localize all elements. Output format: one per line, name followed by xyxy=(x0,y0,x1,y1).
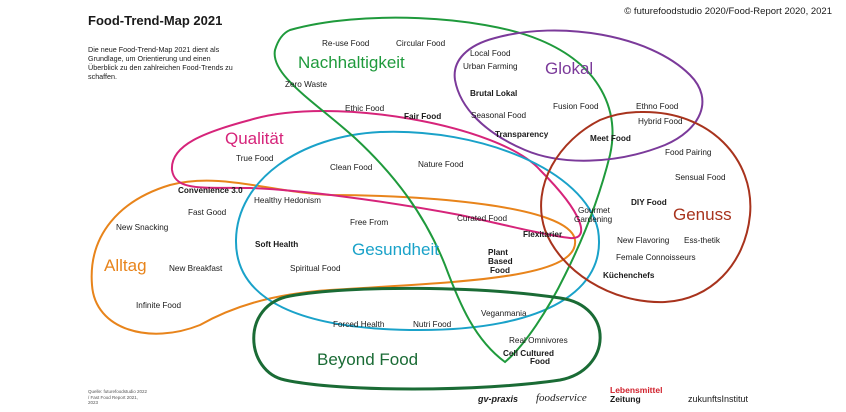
trend-curated-food: Curated Food xyxy=(457,214,508,223)
cluster-label-nachhaltigkeit: Nachhaltigkeit xyxy=(298,53,405,72)
foodservice-logo: foodservice xyxy=(536,392,587,404)
zukunftsinstitut-logo: zukunftsInstitut xyxy=(688,394,749,404)
gv-praxis-logo: gv-praxis xyxy=(478,394,519,404)
trend-nutri-food: Nutri Food xyxy=(413,320,452,329)
trend-convenience: Convenience 3.0 xyxy=(178,186,243,195)
cluster-label-glokal: Glokal xyxy=(545,59,593,78)
trend-new-breakfast: New Breakfast xyxy=(169,264,223,273)
trend-clean-food: Clean Food xyxy=(330,163,373,172)
trend-plant-based-food-1: Plant xyxy=(488,248,508,257)
trend-meet-food: Meet Food xyxy=(590,134,631,143)
trend-circular-food: Circular Food xyxy=(396,39,446,48)
trend-new-snacking: New Snacking xyxy=(116,223,169,232)
outline-gesundheit xyxy=(234,130,601,332)
trend-fusion-food: Fusion Food xyxy=(553,102,599,111)
trend-new-flavoring: New Flavoring xyxy=(617,236,670,245)
trend-soft-health: Soft Health xyxy=(255,240,298,249)
trend-gourmet-gardening-2: Gardening xyxy=(574,215,613,224)
intro-text: Die neue Food-Trend-Map 2021 dient als G… xyxy=(88,45,233,81)
trend-ethic-food: Ethic Food xyxy=(345,104,385,113)
trend-cell-cultured-food-1: Cell Cultured xyxy=(503,349,554,358)
trend-ethno-food: Ethno Food xyxy=(636,102,679,111)
trend-fair-food: Fair Food xyxy=(404,112,441,121)
outline-qualitaet xyxy=(170,110,583,240)
page-title: Food-Trend-Map 2021 xyxy=(88,13,223,28)
trend-gourmet-gardening-1: Gourmet xyxy=(578,206,611,215)
trend-food-pairing: Food Pairing xyxy=(665,148,712,157)
trend-healthy-hedonism: Healthy Hedonism xyxy=(254,196,321,205)
trend-transparency: Transparency xyxy=(495,130,549,139)
trend-female-connoisseurs: Female Connoisseurs xyxy=(616,253,696,262)
trend-sensual-food: Sensual Food xyxy=(675,173,726,182)
trend-fast-good: Fast Good xyxy=(188,208,227,217)
trend-infinite-food: Infinite Food xyxy=(136,301,182,310)
cluster-label-alltag: Alltag xyxy=(104,256,147,275)
cluster-label-beyond-food: Beyond Food xyxy=(317,350,418,369)
trend-plant-based-food-2: Based xyxy=(488,257,513,266)
outline-alltag xyxy=(90,179,577,335)
trend-spiritual-food: Spiritual Food xyxy=(290,264,341,273)
trend-real-omnivores: Real Omnivores xyxy=(509,336,568,345)
cluster-label-genuss: Genuss xyxy=(673,205,732,224)
trend-free-from: Free From xyxy=(350,218,388,227)
cluster-label-gesundheit: Gesundheit xyxy=(352,240,439,259)
lebensmittel-zeitung-logo-top: Lebensmittel xyxy=(610,385,663,395)
trend-cell-cultured-food-2: Food xyxy=(530,357,550,366)
trend-diy-food: DIY Food xyxy=(631,198,667,207)
lebensmittel-zeitung-logo-bottom: Zeitung xyxy=(610,394,641,404)
outline-genuss xyxy=(540,110,752,304)
trend-nature-food: Nature Food xyxy=(418,160,464,169)
trend-urban-farming: Urban Farming xyxy=(463,62,518,71)
trend-veganmania: Veganmania xyxy=(481,309,527,318)
outline-beyond-food xyxy=(252,286,602,391)
trend-zero-waste: Zero Waste xyxy=(285,80,327,89)
copyright-note: © futurefoodstudio 2020/Food-Report 2020… xyxy=(624,6,832,17)
source-note: Quelle: futurefoodstudio 2022 / Fast Foo… xyxy=(88,389,148,405)
trend-brutal-lokal: Brutal Lokal xyxy=(470,89,517,98)
outline-glokal xyxy=(453,29,704,162)
trend-seasonal-food: Seasonal Food xyxy=(471,111,527,120)
trend-reuse-food: Re-use Food xyxy=(322,39,370,48)
outline-nachhaltigkeit xyxy=(273,16,614,364)
cluster-label-qualitaet: Qualität xyxy=(225,129,284,148)
trend-forced-health: Forced Health xyxy=(333,320,385,329)
lebensmittel-zeitung-logo: Lebensmittel Zeitung xyxy=(610,386,662,404)
trend-local-food: Local Food xyxy=(470,49,511,58)
trend-plant-based-food-3: Food xyxy=(490,266,510,275)
trend-true-food: True Food xyxy=(236,154,274,163)
trend-kuechenchefs: Küchenchefs xyxy=(603,271,655,280)
trend-hybrid-food: Hybrid Food xyxy=(638,117,683,126)
trend-ess-thetik: Ess-thetik xyxy=(684,236,721,245)
trend-flexitarier: Flexitarier xyxy=(523,230,563,239)
